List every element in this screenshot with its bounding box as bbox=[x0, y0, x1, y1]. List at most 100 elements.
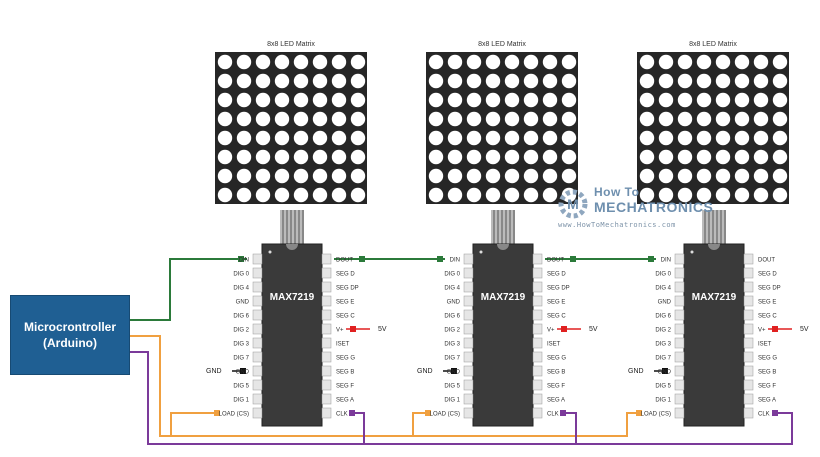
led-dot bbox=[274, 54, 290, 70]
chip-notch bbox=[708, 244, 720, 250]
pin-label-right: SEG C bbox=[758, 314, 777, 320]
led-dot bbox=[639, 73, 655, 89]
led-dot bbox=[639, 92, 655, 108]
led-dot bbox=[255, 111, 271, 127]
led-dot bbox=[734, 149, 750, 165]
led-dot bbox=[715, 130, 731, 146]
pin-label-left: DIG 6 bbox=[444, 314, 460, 320]
led-dot bbox=[753, 92, 769, 108]
led-dot bbox=[696, 168, 712, 184]
led-dot bbox=[485, 149, 501, 165]
led-dot bbox=[331, 54, 347, 70]
pin-label-right: ISET bbox=[547, 342, 561, 348]
led-dot bbox=[447, 54, 463, 70]
led-dot bbox=[255, 168, 271, 184]
pin-label-right: SEG E bbox=[336, 300, 354, 306]
chip-label: MAX7219 bbox=[270, 292, 315, 303]
chip-pin-left bbox=[674, 295, 685, 307]
wire-dot bbox=[648, 256, 654, 262]
pin-label-left: DIG 4 bbox=[655, 286, 671, 292]
chip-pin-right bbox=[321, 351, 332, 363]
vcc-label: 5V bbox=[800, 326, 809, 333]
chip-pin-right bbox=[743, 267, 754, 279]
led-dot bbox=[753, 149, 769, 165]
led-dot bbox=[255, 187, 271, 203]
led-dot bbox=[734, 111, 750, 127]
led-dot bbox=[504, 73, 520, 89]
led-dot bbox=[734, 92, 750, 108]
led-dot bbox=[255, 73, 271, 89]
led-dot bbox=[658, 130, 674, 146]
wire-load bbox=[130, 335, 639, 437]
chip-pin-right bbox=[743, 351, 754, 363]
pin-label-right: SEG G bbox=[336, 356, 355, 362]
chip-pin-left bbox=[252, 351, 263, 363]
led-dot bbox=[485, 92, 501, 108]
chip-pin-left bbox=[463, 295, 474, 307]
led-dot bbox=[236, 130, 252, 146]
led-dot bbox=[428, 130, 444, 146]
gnd-label: GND bbox=[628, 368, 644, 375]
pin-label-right: SEG G bbox=[547, 356, 566, 362]
chip-pin-left bbox=[463, 337, 474, 349]
led-dot bbox=[447, 111, 463, 127]
chip-pin-left bbox=[674, 323, 685, 335]
led-dot bbox=[485, 168, 501, 184]
chip-dot bbox=[690, 250, 694, 254]
pin-label-right: V+ bbox=[336, 328, 344, 334]
chip-pin-left bbox=[463, 323, 474, 335]
gear-logo-icon: M bbox=[558, 189, 588, 219]
microcontroller-label: Microcrontroller bbox=[23, 320, 116, 334]
led-dot bbox=[217, 187, 233, 203]
led-dot bbox=[485, 130, 501, 146]
led-dot bbox=[753, 168, 769, 184]
led-dot bbox=[639, 54, 655, 70]
led-dot bbox=[236, 168, 252, 184]
chip-pin-right bbox=[321, 253, 332, 265]
connector-body bbox=[491, 210, 515, 244]
led-dot bbox=[753, 187, 769, 203]
pin-label-right: SEG DP bbox=[547, 286, 570, 292]
led-dot bbox=[274, 168, 290, 184]
pin-label-left: GND bbox=[236, 300, 250, 306]
led-dot bbox=[350, 168, 366, 184]
connector-body bbox=[280, 210, 304, 244]
load-dot bbox=[425, 410, 431, 416]
load-dot bbox=[214, 410, 220, 416]
gnd-dot bbox=[240, 368, 246, 374]
led-dot bbox=[658, 187, 674, 203]
led-dot bbox=[312, 187, 328, 203]
pin-label-right: SEG B bbox=[758, 370, 776, 376]
led-dot bbox=[466, 92, 482, 108]
led-dot bbox=[696, 187, 712, 203]
chip-pin-right bbox=[532, 351, 543, 363]
led-dot bbox=[255, 54, 271, 70]
led-dot bbox=[350, 149, 366, 165]
led-dot bbox=[331, 111, 347, 127]
chip-pin-left bbox=[463, 393, 474, 405]
chip-body bbox=[472, 243, 534, 427]
chip-pin-right bbox=[532, 281, 543, 293]
wire-din bbox=[130, 258, 247, 321]
led-dot bbox=[312, 111, 328, 127]
chip-pin-right bbox=[321, 379, 332, 391]
led-dot bbox=[753, 54, 769, 70]
chip-pin-right bbox=[743, 309, 754, 321]
pin-label-right: CLK bbox=[336, 412, 348, 418]
led-dot bbox=[293, 73, 309, 89]
matrix-title: 8x8 LED Matrix bbox=[689, 41, 737, 48]
chip-pin-left bbox=[252, 281, 263, 293]
pin-label-right: SEG DP bbox=[336, 286, 359, 292]
chip-pin-left bbox=[252, 407, 263, 419]
clk-dot bbox=[560, 410, 566, 416]
chip-pin-right bbox=[743, 281, 754, 293]
led-dot bbox=[542, 130, 558, 146]
pin-label-left: DIG 1 bbox=[655, 398, 671, 404]
chip-pin-right bbox=[743, 295, 754, 307]
pin-label-left: DIG 5 bbox=[655, 384, 671, 390]
pin-label-right: SEG D bbox=[336, 272, 355, 278]
chip-pin-right bbox=[743, 379, 754, 391]
pin-label-left: GND bbox=[447, 370, 461, 376]
led-dot bbox=[772, 130, 788, 146]
led-dot bbox=[312, 149, 328, 165]
